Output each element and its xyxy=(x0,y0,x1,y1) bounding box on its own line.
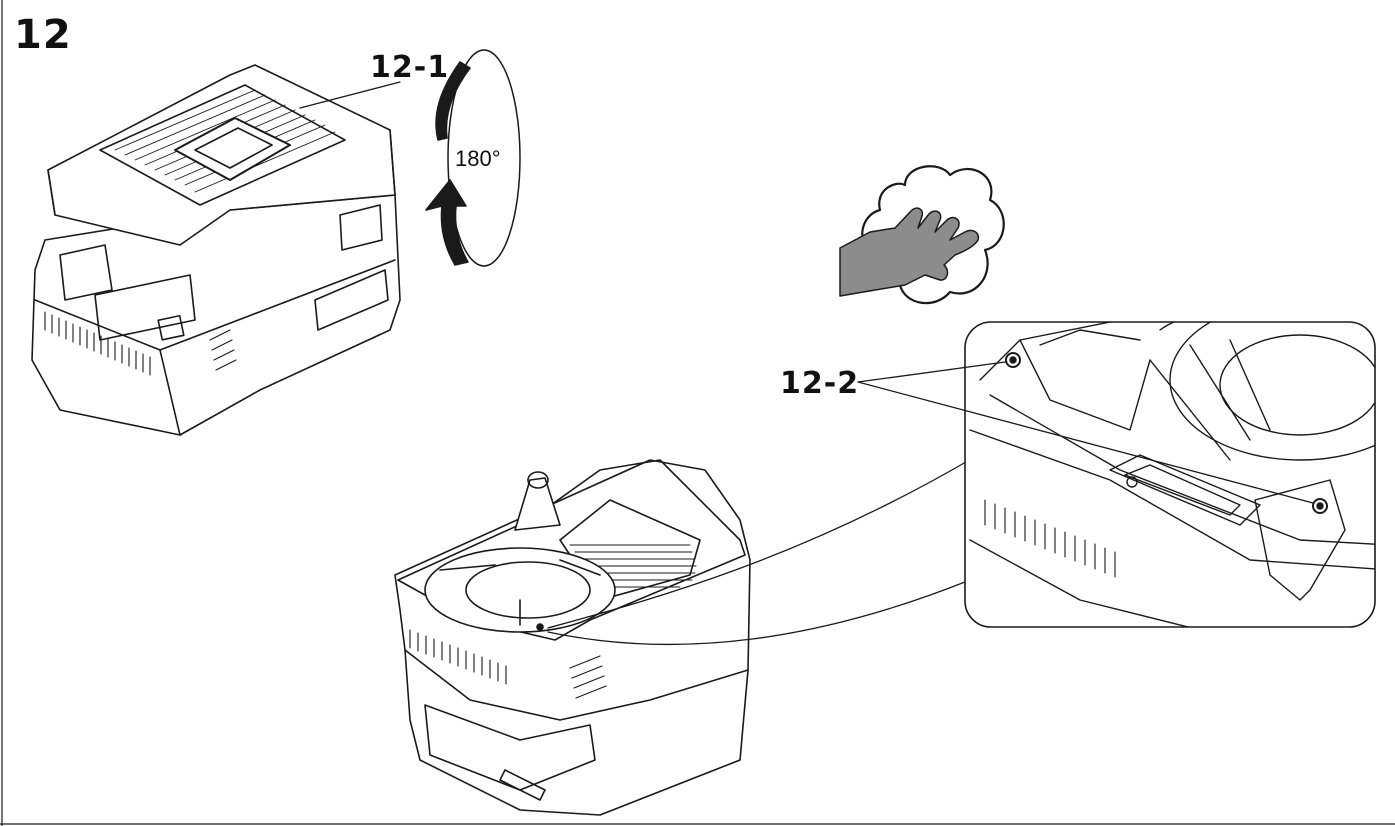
rotate-arrow-icon xyxy=(425,49,521,267)
hand-wiping-icon xyxy=(839,165,1005,305)
detail-zoom-panel xyxy=(857,321,1376,628)
device-assembled xyxy=(31,64,401,436)
callout-label-12-2: 12-2 xyxy=(780,366,860,401)
zoom-connector xyxy=(547,454,979,646)
device-open-top xyxy=(394,459,751,816)
step-number: 12 xyxy=(14,12,72,58)
callout-label-12-1: 12-1 xyxy=(370,50,450,85)
rotation-angle-label: 180° xyxy=(455,146,501,171)
